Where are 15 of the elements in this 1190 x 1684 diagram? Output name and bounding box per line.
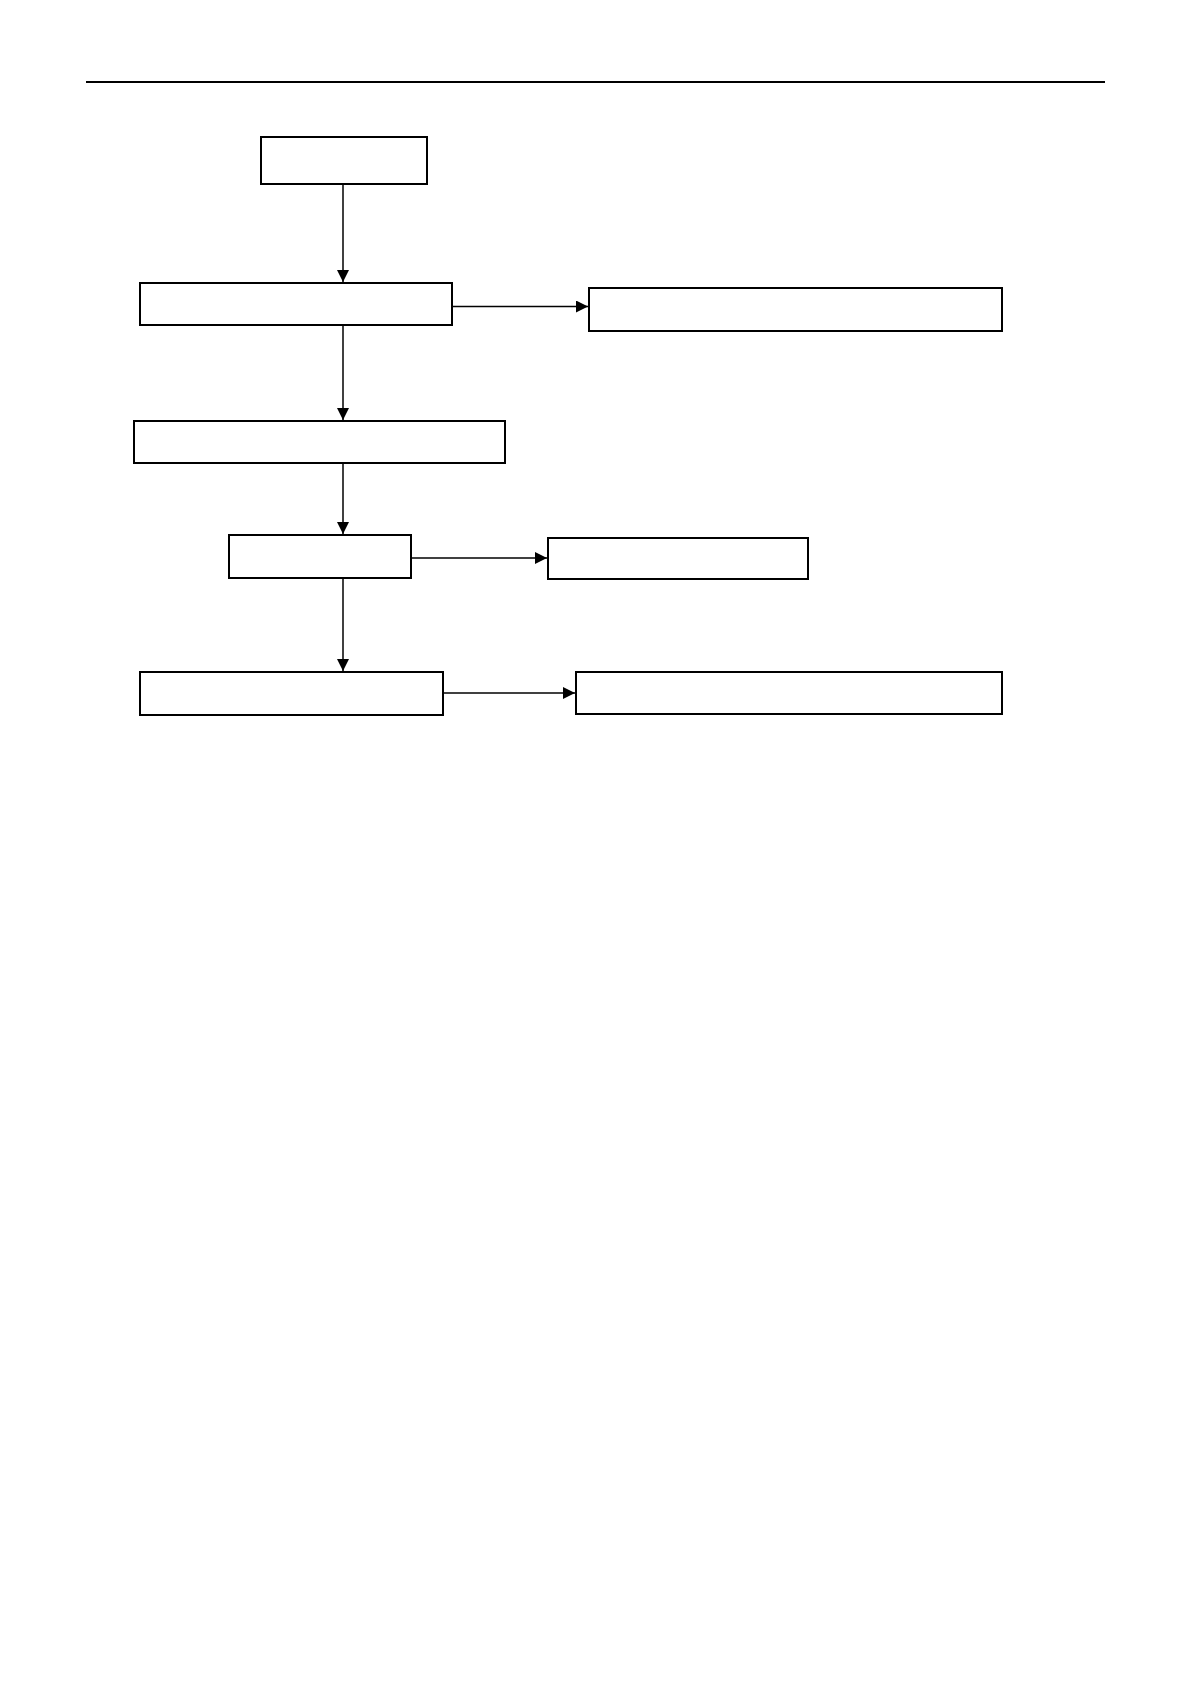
- process-box: [139, 671, 444, 716]
- process-box: [260, 136, 428, 185]
- process-box: [575, 671, 1003, 715]
- arrow: [443, 687, 576, 699]
- process-box: [547, 537, 809, 580]
- process-box: [228, 534, 412, 579]
- process-box: [133, 420, 506, 464]
- process-box: [588, 287, 1003, 332]
- process-box: [139, 282, 453, 326]
- arrow: [337, 325, 349, 421]
- arrow: [337, 578, 349, 672]
- arrow: [337, 184, 349, 283]
- arrow: [452, 300, 589, 313]
- arrow: [337, 463, 349, 535]
- arrow: [411, 552, 548, 564]
